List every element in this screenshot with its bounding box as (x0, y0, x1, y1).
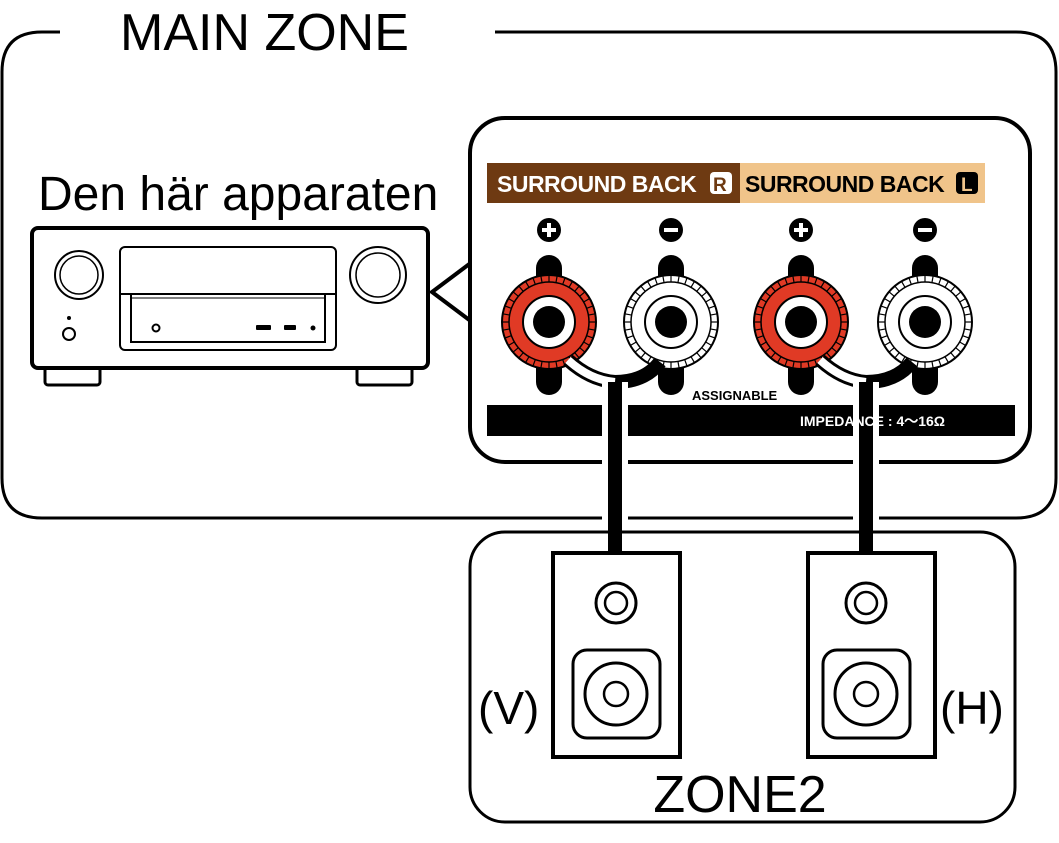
plus-icon: + (537, 218, 561, 242)
channel-badge-right: R (713, 175, 727, 196)
speaker-terminal-negative: − (623, 218, 719, 395)
channel-band-left (740, 163, 985, 203)
speaker-terminal-negative: − (877, 218, 973, 395)
speaker-wires (563, 354, 918, 554)
zone2-frame (468, 530, 1017, 824)
impedance-bar (487, 405, 1015, 436)
channel-label-right: SURROUND BACK (497, 171, 697, 197)
main-zone-frame (0, 30, 1058, 520)
speaker-left (551, 551, 682, 759)
speaker-terminal-positive: + (501, 218, 597, 395)
speaker-right (806, 551, 937, 759)
channel-label-left: SURROUND BACK (745, 171, 945, 197)
av-receiver (30, 226, 430, 387)
plus-icon: + (789, 218, 813, 242)
channel-band-right (487, 163, 740, 203)
zone2-title: ZONE2 (653, 766, 826, 824)
main-zone-title: MAIN ZONE (120, 4, 409, 62)
speaker-right-label: (H) (940, 682, 1004, 734)
impedance-label: IMPEDANCE : 4～16Ω (800, 413, 945, 429)
device-label: Den här apparaten (38, 168, 438, 221)
speaker-left-label: (V) (478, 682, 539, 734)
channel-badge-left: L (961, 175, 973, 196)
minus-icon: − (659, 218, 683, 242)
minus-icon: − (913, 218, 937, 242)
callout-pointer (428, 260, 474, 324)
speaker-terminal-positive: + (753, 218, 849, 395)
assignable-label: ASSIGNABLE (692, 388, 778, 403)
